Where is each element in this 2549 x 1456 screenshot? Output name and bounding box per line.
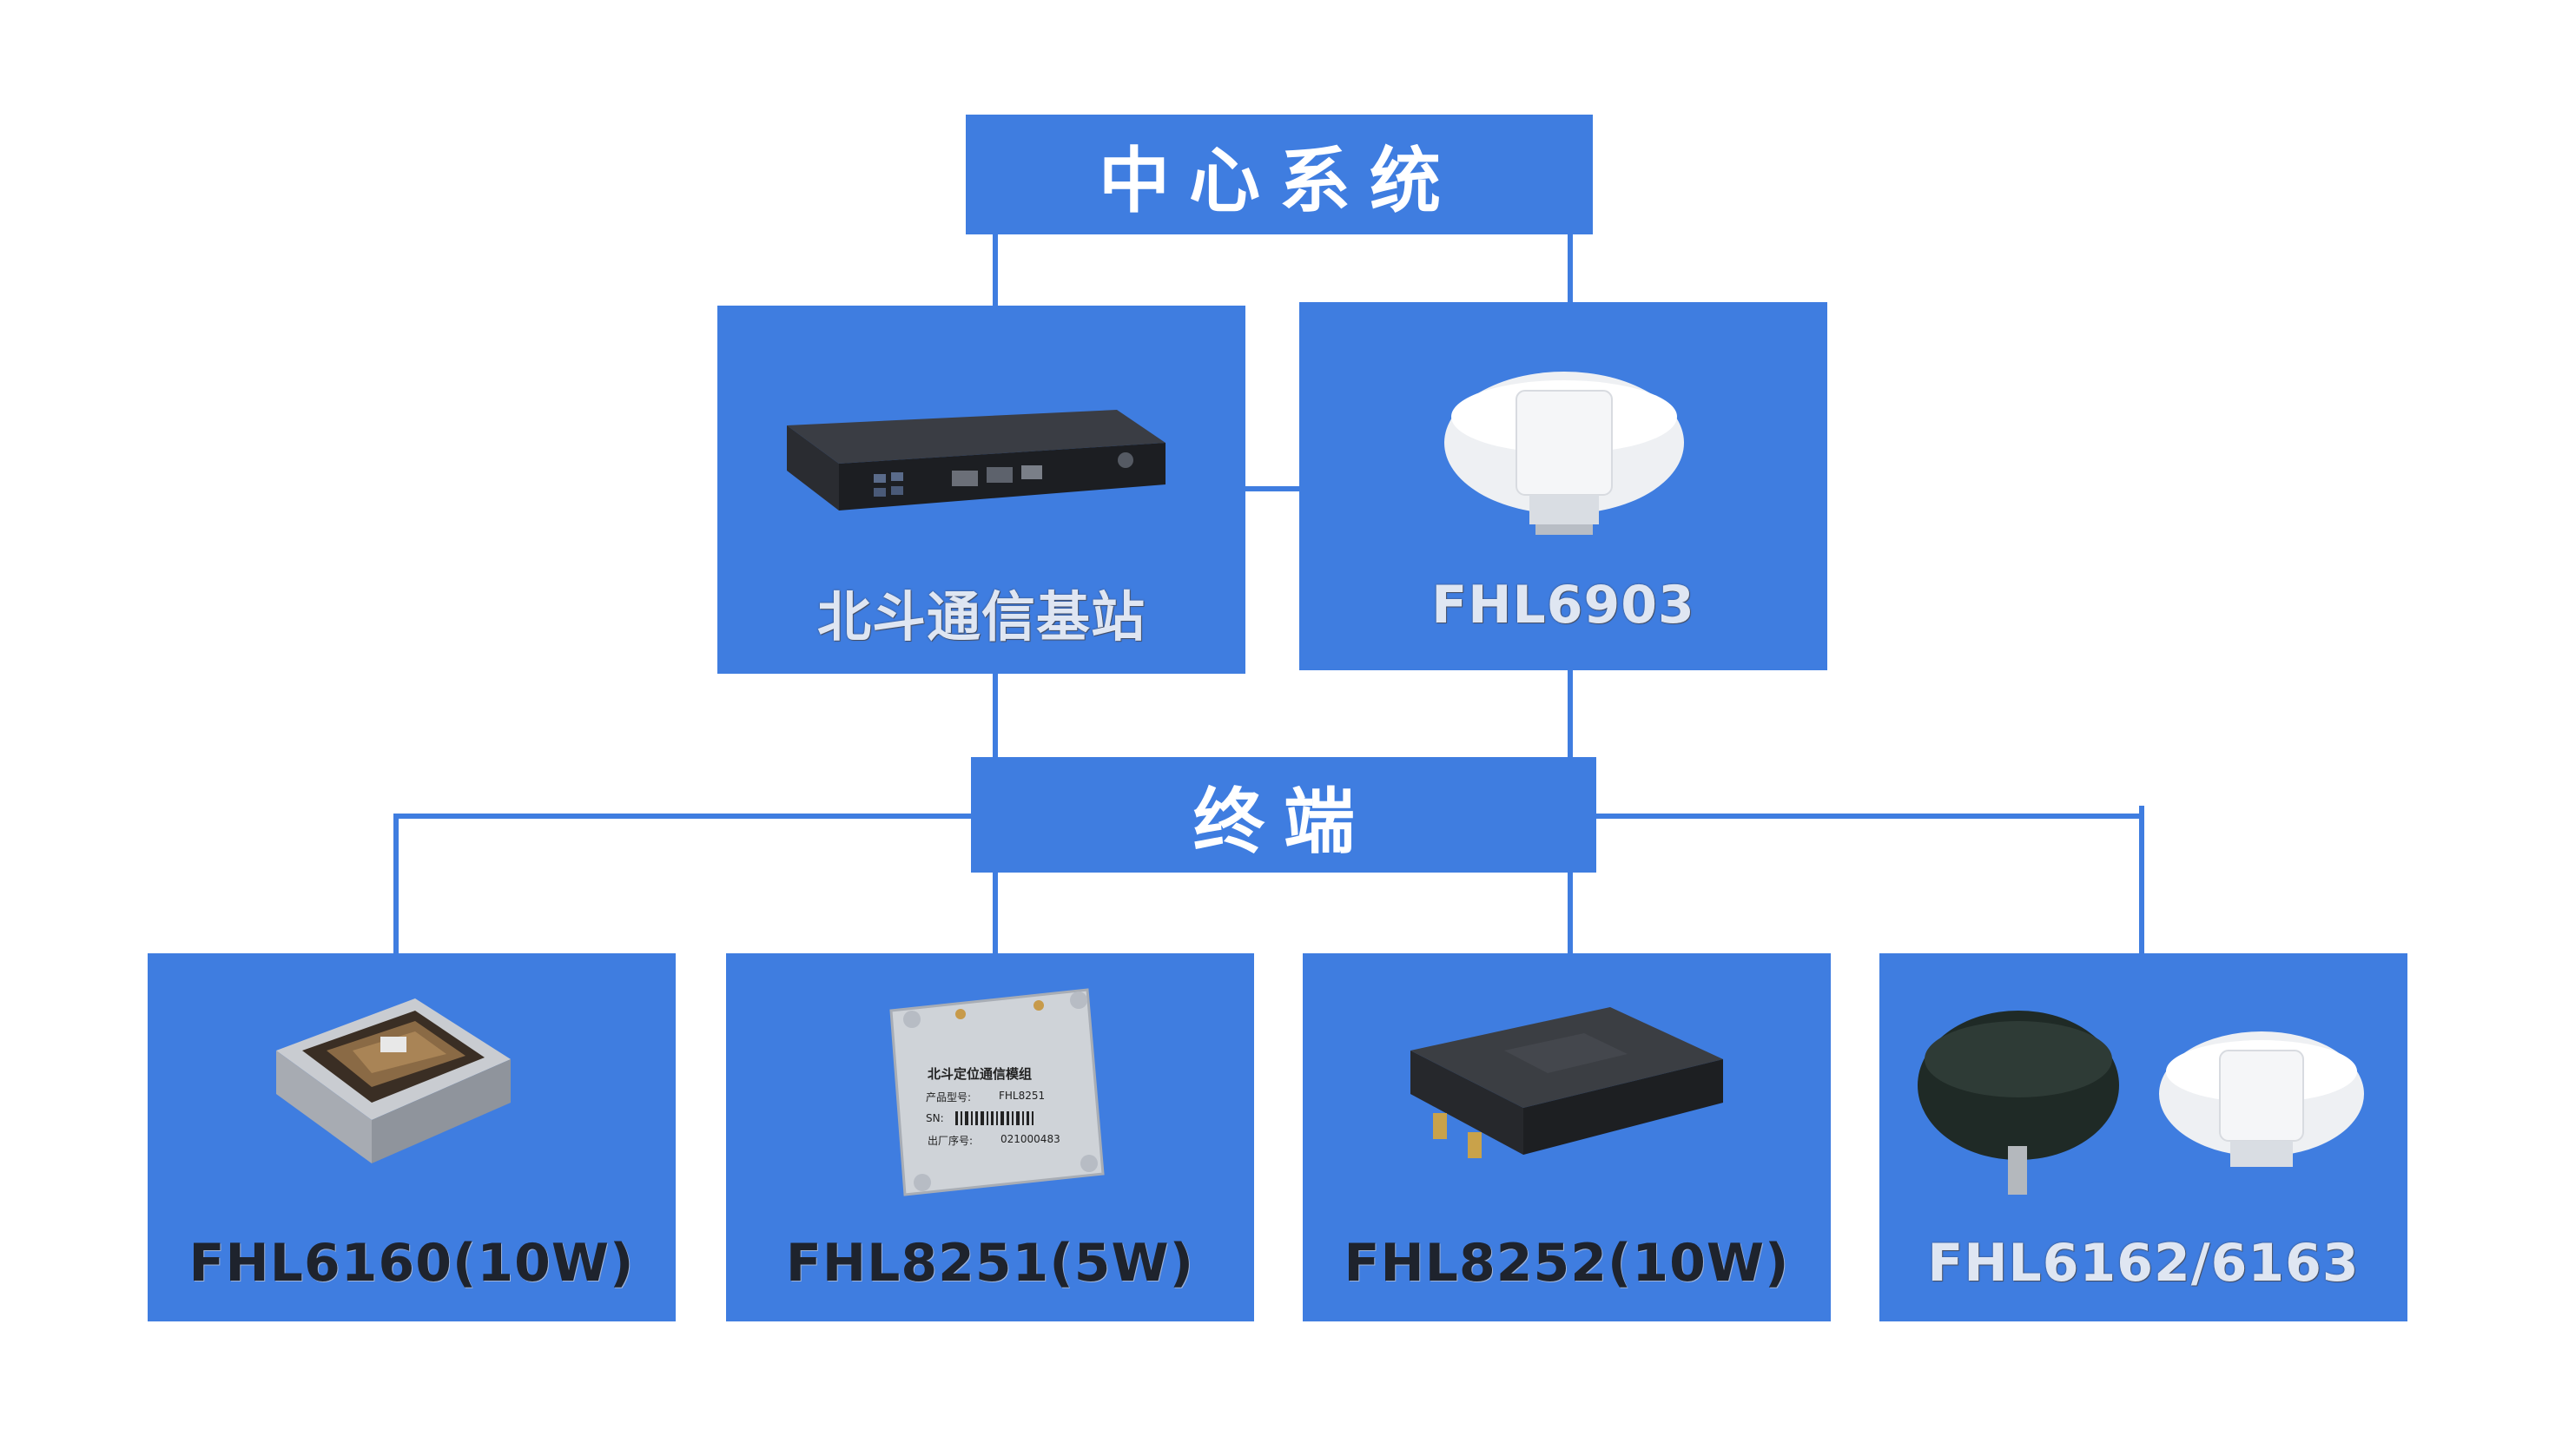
module-plate-serial-label: 出厂序号: xyxy=(928,1134,973,1147)
center-system-box: 中心系统 xyxy=(966,115,1593,234)
center-antenna-label: FHL6903 xyxy=(1431,575,1695,636)
barcode xyxy=(955,1111,1033,1125)
terminal-label: 终端 xyxy=(1192,781,1374,863)
twin-antenna-icon xyxy=(1918,1011,2364,1195)
terminal-label-4: FHL6162/6163 xyxy=(1927,1233,2360,1294)
module-antenna-icon xyxy=(276,998,511,1163)
module-plate-model-value: FHL8251 xyxy=(999,1090,1045,1102)
base-station-box: 北斗通信基站 xyxy=(717,306,1245,674)
center-system-label: 中心系统 xyxy=(1098,140,1460,223)
terminal-label-3: FHL8252(10W) xyxy=(1344,1233,1790,1294)
module-plate: 北斗定位通信模组 产品型号: FHL8251 SN: 出厂序号: 0210004… xyxy=(926,1066,1060,1147)
dome-antenna-icon xyxy=(1444,372,1684,535)
comm-module-icon: 北斗定位通信模组 产品型号: FHL8251 SN: 出厂序号: 0210004… xyxy=(889,988,1105,1196)
terminal-box: 终端 xyxy=(971,757,1596,873)
mini-pc-icon xyxy=(787,410,1166,511)
black-box-icon xyxy=(1410,1007,1723,1158)
white-antenna-icon xyxy=(2159,1031,2364,1167)
module-plate-sn-label: SN: xyxy=(926,1112,944,1124)
terminal-card-2: 北斗定位通信模组 产品型号: FHL8251 SN: 出厂序号: 0210004… xyxy=(726,953,1254,1321)
module-plate-title: 北斗定位通信模组 xyxy=(928,1066,1032,1082)
terminal-card-1: FHL6160(10W) xyxy=(148,953,676,1321)
terminal-label-1: FHL6160(10W) xyxy=(188,1233,635,1294)
terminal-card-4: FHL6162/6163 xyxy=(1879,953,2407,1321)
terminal-card-3: FHL8252(10W) xyxy=(1303,953,1831,1321)
module-plate-serial-value: 021000483 xyxy=(1000,1133,1060,1145)
terminal-label-2: FHL8251(5W) xyxy=(785,1233,1195,1294)
module-plate-model-label: 产品型号: xyxy=(926,1091,971,1104)
dark-antenna-icon xyxy=(1918,1011,2119,1195)
center-antenna-box: FHL6903 xyxy=(1299,302,1827,670)
base-station-label: 北斗通信基站 xyxy=(816,585,1146,649)
